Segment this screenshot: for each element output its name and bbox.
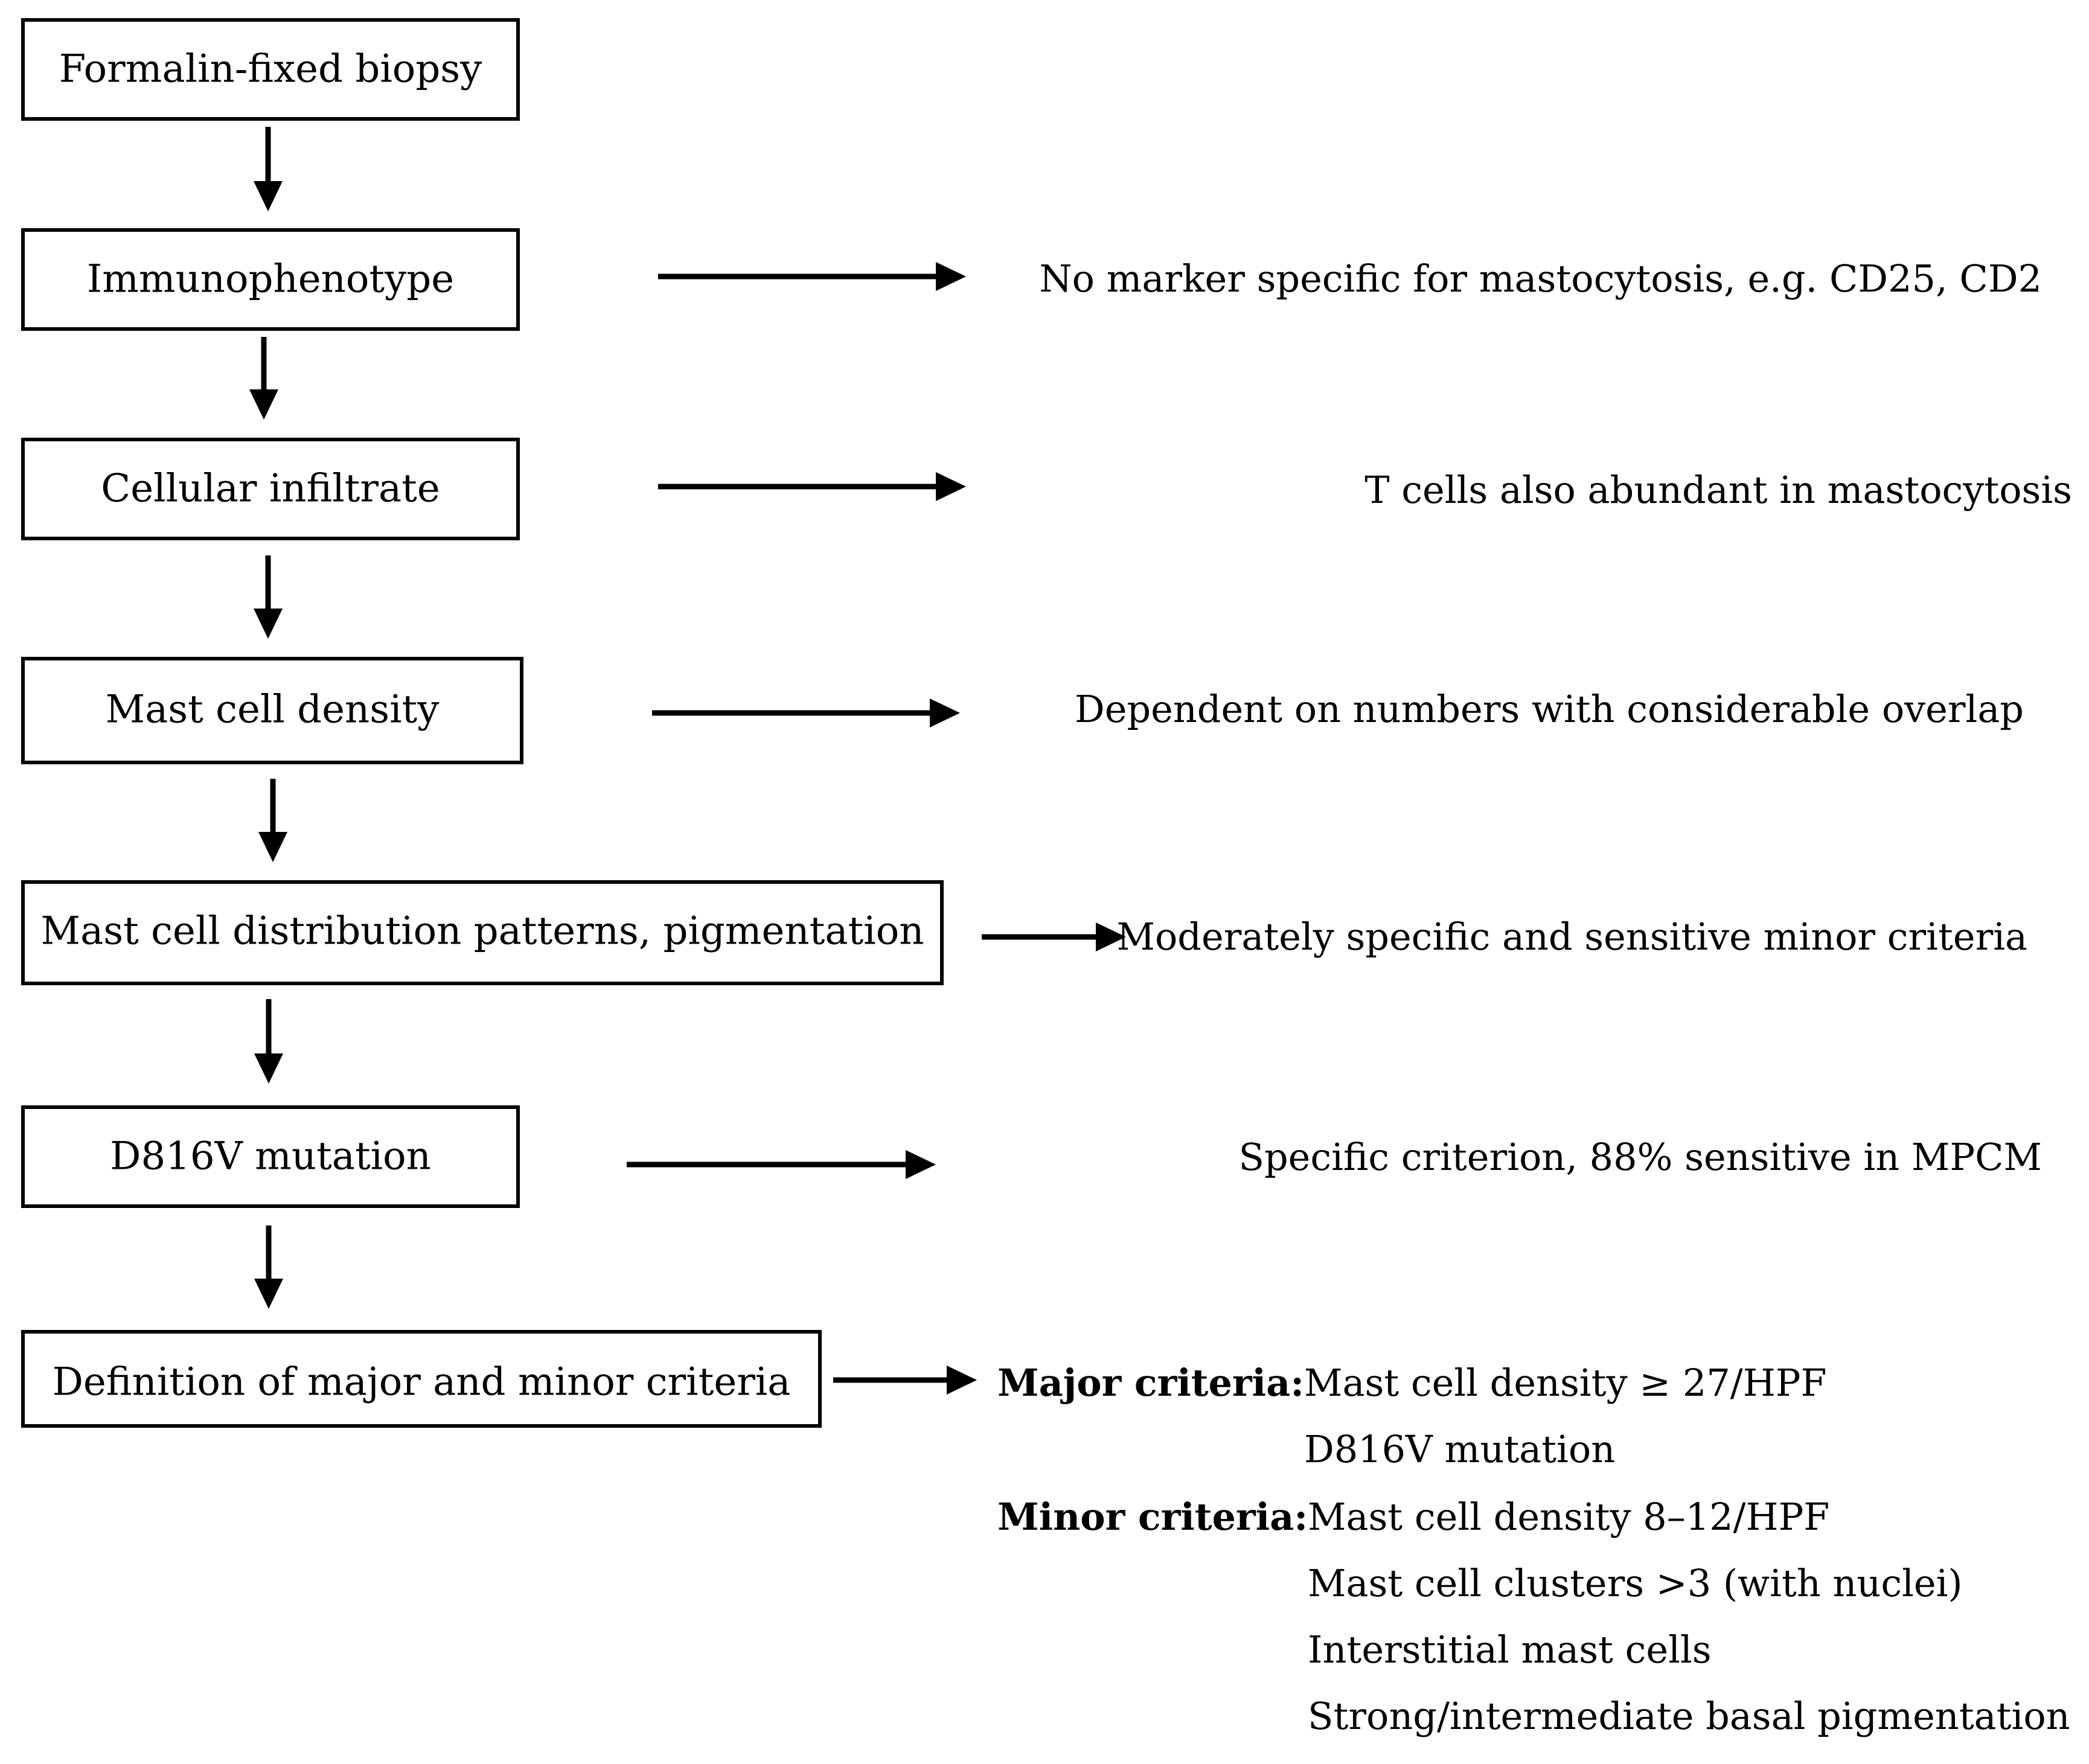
step-label: D816V mutation <box>110 1134 431 1179</box>
minor-criteria-item: Strong/intermediate basal pigmentation <box>1308 1694 2070 1738</box>
step-label: Cellular infiltrate <box>101 467 440 511</box>
note-d816v: Specific criterion, 88% sensitive in MPC… <box>1239 1135 2043 1179</box>
step-cellular-infiltrate: Cellular infiltrate <box>21 438 520 540</box>
step-definition-of-criteria: Definition of major and minor criteria <box>21 1330 822 1428</box>
major-criteria-item: Mast cell density ≥ 27/HPF <box>1304 1361 1827 1405</box>
minor-criteria-heading: Minor criteria: <box>997 1495 1308 1539</box>
note-immunophenotype: No marker specific for mastocytosis, e.g… <box>1039 257 2042 301</box>
step-label: Mast cell distribution patterns, pigment… <box>41 909 924 954</box>
step-label: Mast cell density <box>106 688 440 732</box>
right-arrow-icon <box>833 1366 977 1395</box>
down-arrow-icon <box>254 999 283 1084</box>
down-arrow-icon <box>254 127 283 211</box>
step-mast-cell-density: Mast cell density <box>21 657 523 764</box>
step-immunophenotype: Immunophenotype <box>21 228 520 331</box>
minor-criteria-item: Mast cell density 8–12/HPF <box>1308 1495 1829 1539</box>
down-arrow-icon <box>254 1226 283 1309</box>
right-arrow-icon <box>627 1150 936 1179</box>
note-distribution: Moderately specific and sensitive minor … <box>1117 915 2028 959</box>
right-arrow-icon <box>982 922 1126 951</box>
note-cellular-infiltrate: T cells also abundant in mastocytosis <box>1364 468 2072 512</box>
minor-criteria-item: Interstitial mast cells <box>1308 1628 1712 1672</box>
note-mast-cell-density: Dependent on numbers with considerable o… <box>1075 687 2024 731</box>
major-criteria-item: D816V mutation <box>1304 1427 1615 1471</box>
right-arrow-icon <box>658 472 966 501</box>
down-arrow-icon <box>254 555 283 639</box>
step-label: Definition of major and minor criteria <box>53 1360 791 1405</box>
step-label: Formalin-fixed biopsy <box>59 47 482 92</box>
down-arrow-icon <box>249 337 278 420</box>
right-arrow-icon <box>652 698 960 727</box>
down-arrow-icon <box>258 779 287 862</box>
right-arrow-icon <box>658 262 966 291</box>
step-formalin-fixed-biopsy: Formalin-fixed biopsy <box>21 18 520 121</box>
step-d816v-mutation: D816V mutation <box>21 1105 520 1208</box>
minor-criteria-item: Mast cell clusters >3 (with nuclei) <box>1308 1561 1963 1605</box>
step-label: Immunophenotype <box>87 257 454 302</box>
step-mast-cell-distribution: Mast cell distribution patterns, pigment… <box>21 880 944 985</box>
major-criteria-heading: Major criteria: <box>997 1361 1304 1405</box>
criteria-list: Major criteria: Mast cell density ≥ 27/H… <box>997 1361 2070 1738</box>
